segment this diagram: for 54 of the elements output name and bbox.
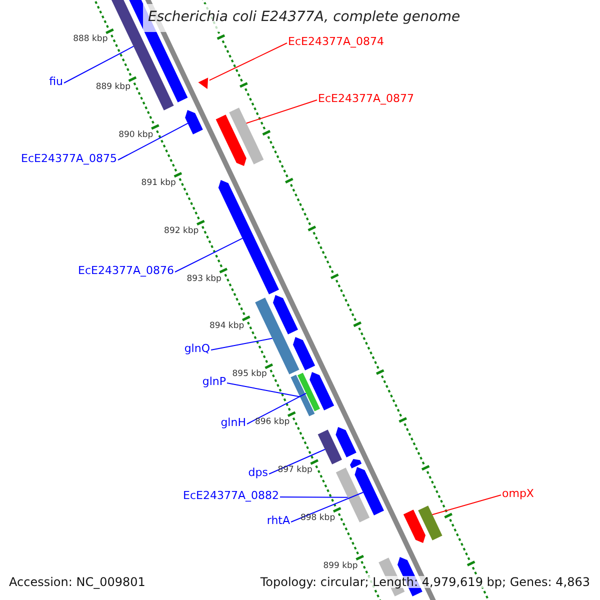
title: Escherichia coli E24377A, complete genome (148, 10, 460, 24)
scale-label: 898 kbp (300, 514, 336, 522)
gene-bar (298, 372, 320, 412)
gene-bar (290, 374, 315, 416)
gene-label: EcE24377A_0877 (318, 93, 414, 104)
leader-line (246, 392, 307, 424)
gene-label: fiu (49, 76, 63, 87)
leader-line (208, 42, 288, 81)
gene-block (273, 295, 298, 334)
scale-label: 890 kbp (118, 130, 154, 140)
gene-bar (336, 468, 370, 522)
scale-label: 889 kbp (96, 83, 130, 92)
scale-label: 896 kbp (254, 418, 290, 427)
gene-bar (318, 430, 342, 464)
gene-block (216, 114, 246, 166)
leader-line (290, 492, 364, 522)
scale-label: 892 kbp (164, 226, 199, 236)
gene-label: glnH (220, 417, 246, 428)
gene-label: glnP (202, 376, 226, 387)
footer-text: Accession: NC_009801 (9, 576, 146, 588)
gene-label: EcE24377A_0874 (288, 36, 384, 47)
gene-label: EcE24377A_0876 (78, 265, 174, 276)
gene-bar (418, 506, 442, 540)
leader-line (226, 382, 300, 398)
footer-text: Topology: circular; Length: 4,979,619 bp; Genes: 4,863 (260, 576, 590, 588)
leader-line (118, 122, 188, 160)
gene-label: dps (248, 467, 268, 478)
gene-label: EcE24377A_0875 (21, 153, 117, 164)
leader-line (174, 238, 243, 272)
gene-block (336, 427, 356, 458)
leader-line (432, 494, 502, 516)
gene-block (198, 78, 208, 89)
gene-bar (229, 108, 264, 164)
gene-block (185, 110, 203, 134)
gene-block (293, 337, 316, 370)
leader-line (246, 100, 318, 124)
scale-label: 894 kbp (210, 322, 244, 331)
scale-label: 895 kbp (232, 370, 267, 379)
gene-label: rhtA (266, 515, 290, 526)
gene-label: glnQ (184, 343, 210, 354)
scale-label: 893 kbp (186, 274, 222, 284)
scale-label: 891 kbp (141, 178, 176, 188)
gene-block (403, 510, 426, 543)
leader-line (280, 496, 348, 498)
scale-label: 897 kbp (278, 466, 312, 474)
leader-line (210, 338, 273, 350)
leader-line (268, 448, 326, 474)
gene-block (310, 372, 334, 410)
scale-label: 899 kbp (323, 562, 358, 570)
gene-label: EcE24377A_0882 (183, 490, 279, 501)
scale-label: 888 kbp (73, 35, 108, 44)
gene-block (354, 467, 384, 516)
leader-line (64, 46, 134, 84)
gene-label: ompX (502, 488, 534, 499)
